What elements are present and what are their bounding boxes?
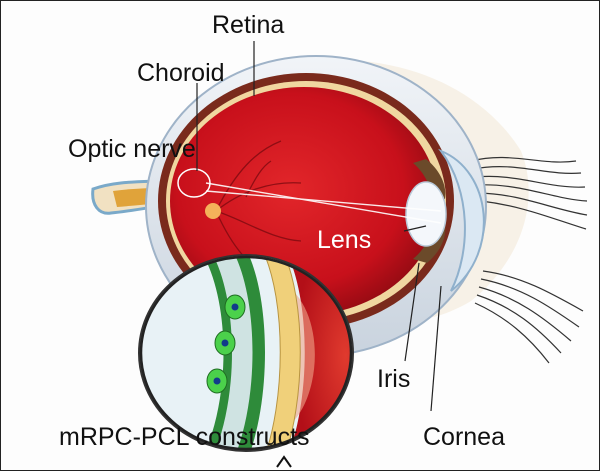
label-iris: Iris	[377, 367, 410, 392]
lens-shape	[406, 182, 446, 246]
caret-mark	[277, 457, 291, 467]
label-cornea: Cornea	[423, 425, 505, 450]
label-lens: Lens	[317, 228, 371, 253]
optic-disc	[205, 203, 221, 219]
label-constructs: mRPC-PCL constructs	[59, 425, 310, 450]
label-retina: Retina	[212, 13, 284, 38]
label-choroid: Choroid	[137, 61, 225, 86]
label-optic-nerve: Optic nerve	[68, 137, 196, 162]
